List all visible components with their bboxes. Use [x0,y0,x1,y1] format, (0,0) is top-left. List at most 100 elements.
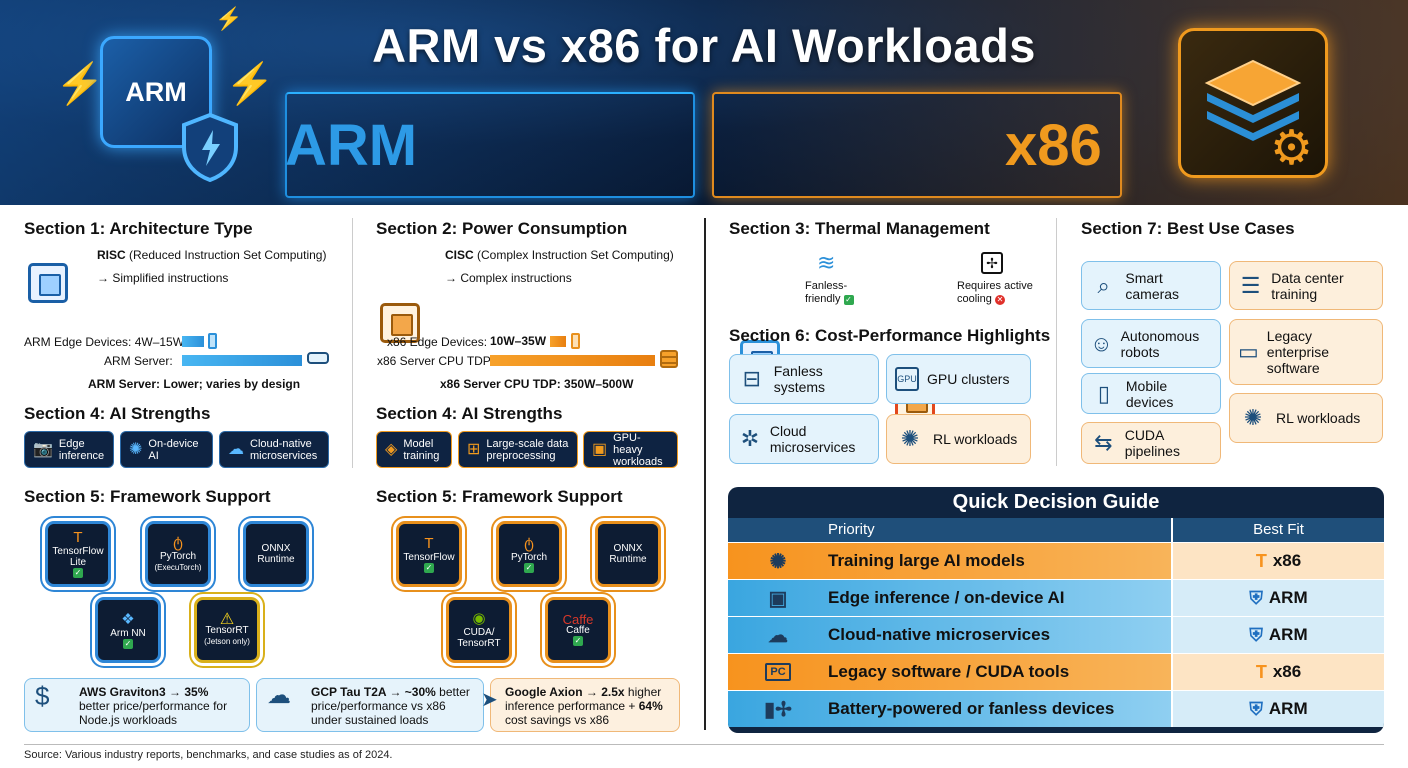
framework-label: Caffe [566,625,590,636]
guide-priority: Cloud-native microservices [828,625,1051,644]
stat-aws-graviton: $ AWS Graviton3 → 35% better price/perfo… [24,678,250,732]
card-label: GPU clusters [927,371,1010,387]
server-icon: ☰ [1240,272,1261,298]
chip-icon [380,303,420,343]
card-label: Mobile devices [1125,377,1174,410]
framework-sublabel: (Jetson only) [204,636,250,646]
cost-card-cloud: ✲Cloud microservices [729,414,879,464]
fan-icon: ✢ [981,252,1003,274]
strength-label: Large-scale data preprocessing [486,437,569,462]
section3-title: Section 3: Thermal Management [729,219,990,238]
divider [352,218,353,468]
chip-stack-icon [1204,59,1302,141]
x86-server-note: x86 Server CPU TDP: 350W–500W [440,377,634,391]
quick-decision-guide: Quick Decision Guide Priority Best Fit ✺… [728,487,1384,733]
check-icon: ✓ [843,295,854,305]
brain-icon: ✺ [1243,405,1263,430]
section7-title: Section 7: Best Use Cases [1081,219,1295,238]
stat-highlight: 64% [638,699,663,713]
pipeline-icon: ⇆ [1094,430,1113,455]
x86-header-label: x86 [1005,113,1102,178]
guide-fit: ARM [1268,625,1308,644]
pc-icon: PC [728,663,828,681]
arm-nn-icon: ❖ [121,610,135,628]
framework-label: ONNX Runtime [257,543,295,565]
strength-label: Edge inference [58,437,105,462]
card-label: RL workloads [933,431,1018,447]
network-icon: ✲ [740,426,760,451]
guide-fit: ARM [1268,699,1308,718]
center-divider [704,218,706,730]
fanless-label: Fanless-friendly ✓ [805,280,860,306]
cost-card-gpu: GPU GPU clusters [886,354,1031,404]
strength-tag: 📷 Edge inference [24,431,114,468]
guide-priority: Edge inference / on-device AI [828,588,1065,607]
guide-header-row: Priority Best Fit [728,518,1384,542]
strength-label: GPU-heavy workloads [613,431,663,468]
arm-edge-bar [182,336,204,347]
section5-arm-title: Section 5: Framework Support [24,487,271,506]
framework-label: TensorFlow [403,551,455,563]
warning-icon: ⚠ [219,610,235,628]
framework-onnx-runtime: ONNX Runtime [595,521,661,587]
x86-chip-graphic [1178,28,1328,178]
strength-label: On-device AI [148,437,199,462]
x86-server-label: x86 Server CPU TDP [377,354,491,368]
tensorflow-icon: T [1255,550,1267,571]
brain-icon: ✺ [129,440,143,458]
framework-label: Arm NN [110,627,146,639]
check-icon: ✓ [123,638,133,649]
tensorflow-icon: T [73,529,83,546]
lightning-icon: ⚡ [215,6,243,31]
cisc-line: CISC (Complex Instruction Set Computing) [445,248,674,262]
gpu-icon: GPU [895,367,919,391]
arm-chip-label: ARM [125,76,187,107]
stat-headline: Google Axion → 2.5x [505,685,625,699]
arm-server-label: ARM Server: [104,354,173,368]
check-icon: ✓ [73,568,83,578]
battery-icon [208,333,217,349]
gpu-icon: ▣ [592,440,608,458]
strength-label: Model training [403,437,440,462]
use-case-rl: ✺ RL workloads [1229,393,1383,443]
x86-edge-bar [550,336,566,347]
chip-icon: ▣ [768,587,788,610]
stat-body: better price/performance for Node.js wor… [79,699,228,727]
use-case-cuda: ⇆CUDA pipelines [1081,422,1221,464]
header-banner: ⚡ ⚡ ⚡ ARM ARM x86 ⚙ ARM vs x86 for AI Wo… [0,0,1408,205]
stat-google-axion: ➤ Google Axion → 2.5x higher inference p… [481,678,680,732]
framework-label: TensorFlow Lite [52,546,104,568]
stat-body: cost savings vs x86 [505,713,610,727]
stat-body: better price/performance vs x86 under su… [311,685,470,727]
nvidia-icon: ◉ [472,610,486,627]
check-icon: ✓ [524,562,534,573]
section4-x86-title: Section 4: AI Strengths [376,404,563,423]
server-icon [307,352,329,364]
arm-header-label: ARM [285,113,418,178]
heat-waves-icon: ≋ [817,250,836,275]
framework-tensorrt: ⚠TensorRT(Jetson only) [194,597,260,663]
guide-priority: Legacy software / CUDA tools [828,662,1070,681]
battery-icon [571,333,580,349]
fanless-text: Fanless-friendly [805,280,848,305]
shield-icon [182,112,238,182]
guide-priority: Training large AI models [828,551,1025,570]
server-icon [660,350,678,368]
card-label: RL workloads [1276,410,1361,426]
camera-icon: 📷 [33,440,53,458]
guide-row: ▮✢Battery-powered or fanless devices ⛨AR… [728,690,1384,727]
x86-edge-value: 10W–35W [490,334,547,348]
caffe-logo: Caffe [562,612,594,627]
cisc-full: (Complex Instruction Set Computing) [477,248,674,262]
arm-panel-frame [285,92,695,198]
stat-body: higher inference performance + [505,685,662,713]
pytorch-icon: ტ [173,534,183,551]
tensorflow-icon: T [1255,661,1267,682]
section2-title: Section 2: Power Consumption [376,219,628,238]
cooling-text: Requires active cooling [957,280,1033,305]
guide-row: ☁Cloud-native microservices ⛨ARM [728,616,1384,653]
brain-icon: ✺ [769,550,787,573]
shield-icon: ⛨ [1249,587,1263,608]
